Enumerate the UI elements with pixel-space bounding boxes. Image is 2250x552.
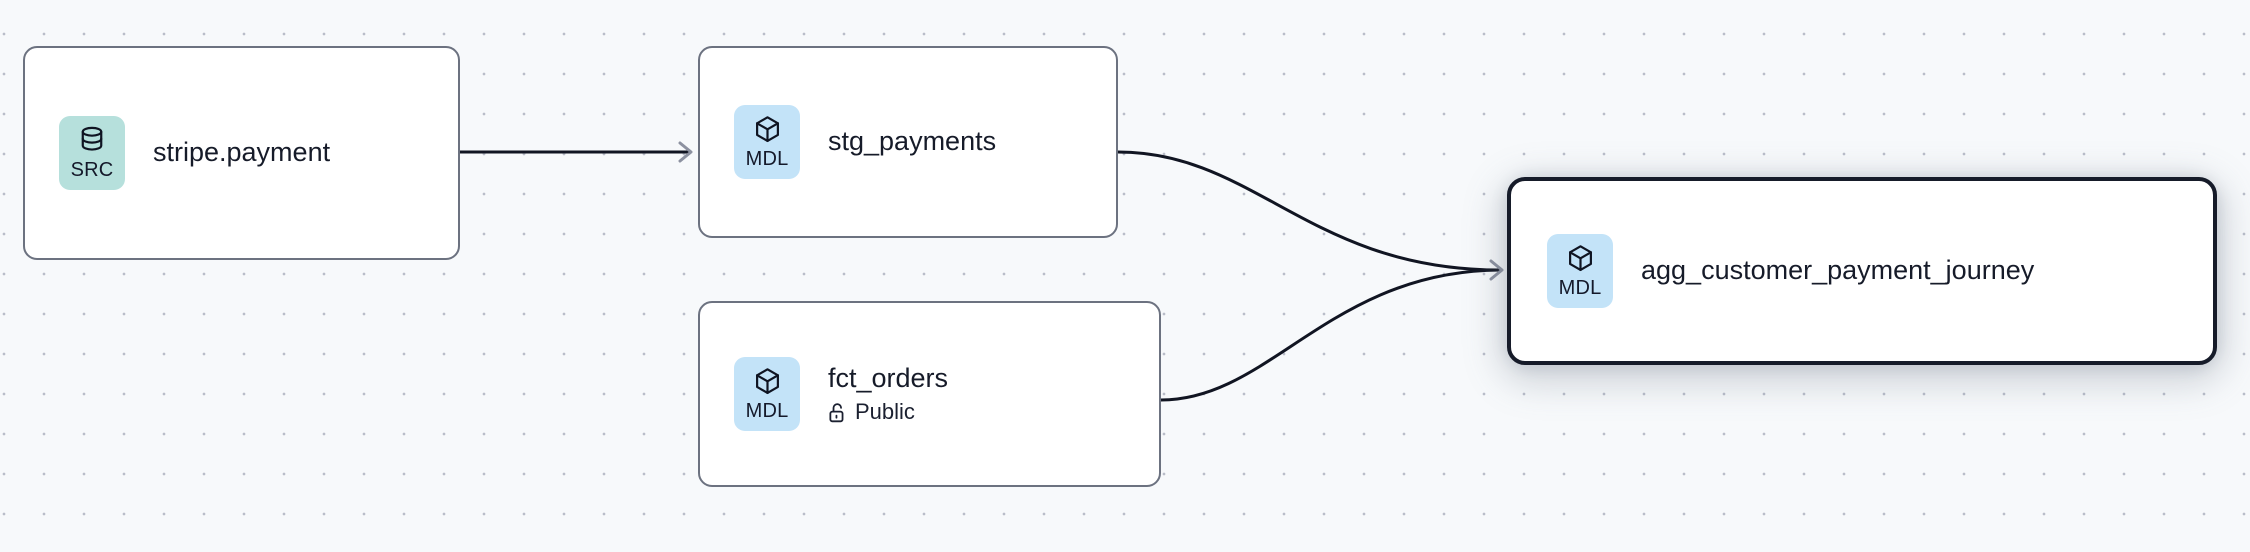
cube-icon xyxy=(753,115,782,145)
node-title: stripe.payment xyxy=(153,137,331,168)
node-title: stg_payments xyxy=(828,126,997,157)
database-icon xyxy=(78,126,106,156)
node-type-badge-label: SRC xyxy=(70,159,114,181)
edge-stg-to-agg xyxy=(1117,150,1501,272)
node-type-badge-label: MDL xyxy=(1558,277,1602,299)
lineage-node-agg-customer-payment-journey[interactable]: MDL agg_customer_payment_journey xyxy=(1507,177,2217,365)
node-visibility: Public xyxy=(828,400,948,424)
unlock-icon xyxy=(828,402,847,423)
node-title: agg_customer_payment_journey xyxy=(1641,255,2035,286)
node-type-badge-src: SRC xyxy=(59,116,125,190)
node-type-badge-mdl: MDL xyxy=(734,105,800,179)
node-type-badge-mdl: MDL xyxy=(734,357,800,431)
lineage-node-stripe-payment[interactable]: SRC stripe.payment xyxy=(23,46,460,260)
node-visibility-label: Public xyxy=(855,399,915,425)
node-body: fct_orders Public xyxy=(828,363,948,424)
node-type-badge-label: MDL xyxy=(745,400,789,422)
node-body: stripe.payment xyxy=(153,137,330,169)
lineage-node-stg-payments[interactable]: MDL stg_payments xyxy=(698,46,1118,238)
node-type-badge-mdl: MDL xyxy=(1547,234,1613,308)
arrowhead-icon-stg xyxy=(678,141,693,163)
node-type-badge-label: MDL xyxy=(745,148,789,170)
cube-icon xyxy=(753,367,782,397)
node-body: stg_payments xyxy=(828,126,996,158)
node-title: fct_orders xyxy=(828,363,949,394)
cube-icon xyxy=(1566,244,1595,274)
node-body: agg_customer_payment_journey xyxy=(1641,255,2034,287)
arrowhead-icon-agg xyxy=(1489,259,1504,281)
lineage-node-fct-orders[interactable]: MDL fct_orders Public xyxy=(698,301,1161,487)
edge-fct-to-agg xyxy=(1160,268,1501,402)
